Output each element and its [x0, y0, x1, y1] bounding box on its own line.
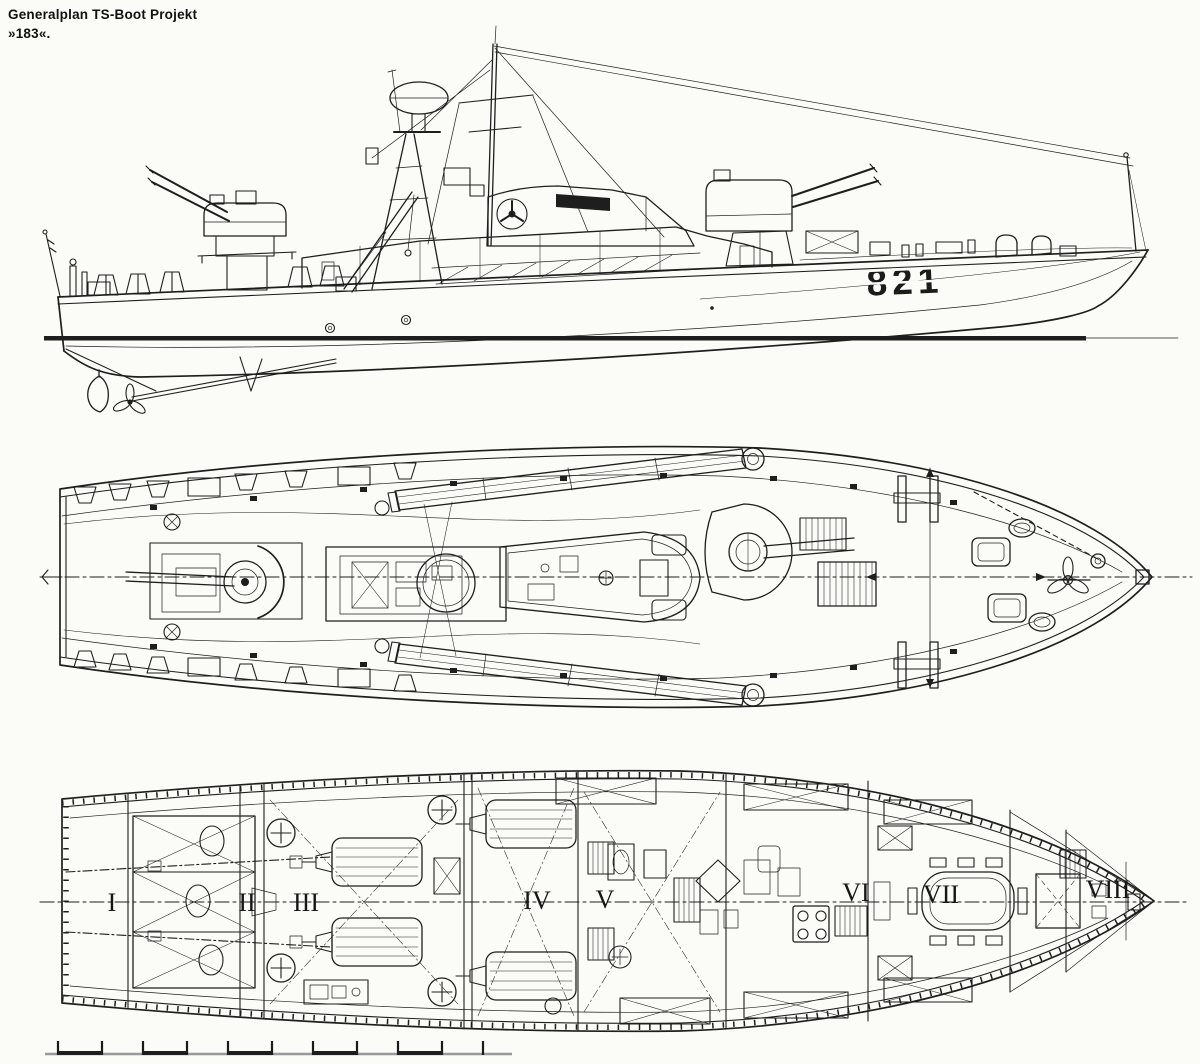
title-block: Generalplan TS-Boot Projekt »183«.: [8, 6, 197, 44]
torpedo-tube-starboard: [387, 641, 765, 707]
title-line-1: Generalplan TS-Boot Projekt: [8, 7, 198, 22]
propeller: [112, 383, 146, 414]
title-line-2: »183«.: [8, 25, 51, 41]
hull-number: 821: [865, 259, 946, 304]
forepeak: [1009, 811, 1155, 993]
cowl-vent: [1031, 235, 1052, 256]
engine-intake-grating: [817, 561, 877, 607]
mast-base-ring: [416, 553, 476, 613]
galley: [743, 845, 868, 943]
midship-deckhouse-plan: [325, 501, 507, 659]
compartment-label-7: VII: [923, 880, 959, 909]
bow-fittings-plan: [866, 467, 1150, 689]
side-elevation-view: 821: [42, 25, 1179, 414]
waterline: [44, 336, 1086, 341]
compartment-label-4: IV: [523, 886, 551, 915]
main-mast: [371, 25, 1134, 247]
compartment-label-5: V: [596, 885, 615, 914]
aft-gun-turret-plan: [125, 542, 303, 620]
compartment-label-1: I: [108, 888, 117, 917]
compartment-label-6: VI: [842, 878, 869, 907]
anchor-chain: [973, 491, 1097, 559]
torpedo-tube-side: [431, 252, 703, 285]
jackstaff: [1126, 156, 1137, 252]
fuel-tank-block: [132, 815, 256, 989]
torpedo-tube-port: [387, 447, 765, 513]
cowl-vent: [995, 234, 1018, 258]
forward-gun-turret-side: [705, 163, 882, 267]
compartment-v-furniture: [607, 843, 741, 935]
deck-plan-view: [39, 445, 1193, 709]
filler-hatches: [266, 795, 632, 1015]
hold-plan-view: I II III IV V VI VII VIII: [39, 769, 1191, 1033]
forward-gun-turret-plan: [704, 503, 855, 601]
compartment-label-8: VIII: [1086, 875, 1131, 904]
mine-rails: [73, 462, 417, 692]
propeller-shafts: [65, 856, 331, 948]
wardroom: [873, 825, 1028, 981]
deckhouse-side: [301, 226, 773, 289]
compartment-label-3: III: [293, 888, 319, 917]
foredeck-fittings: [805, 152, 1147, 258]
scale-bar: [45, 1041, 512, 1056]
bulkheads: [127, 770, 1127, 1032]
stores-boxes: [555, 777, 973, 1025]
compartment-labels: I II III IV V VI VII VIII: [108, 875, 1131, 917]
main-engines: [289, 799, 577, 1001]
wheelhouse: [443, 167, 695, 247]
aft-gun-turret-side: [145, 165, 297, 291]
bridge-cockpit-plan: [499, 531, 701, 623]
compartment-label-2: II: [238, 888, 255, 917]
bridge-windows: [556, 194, 610, 211]
life-ring: [496, 198, 528, 230]
torpedo-crane: [335, 191, 419, 293]
rudder: [87, 375, 109, 413]
radar-mast: [365, 69, 449, 290]
